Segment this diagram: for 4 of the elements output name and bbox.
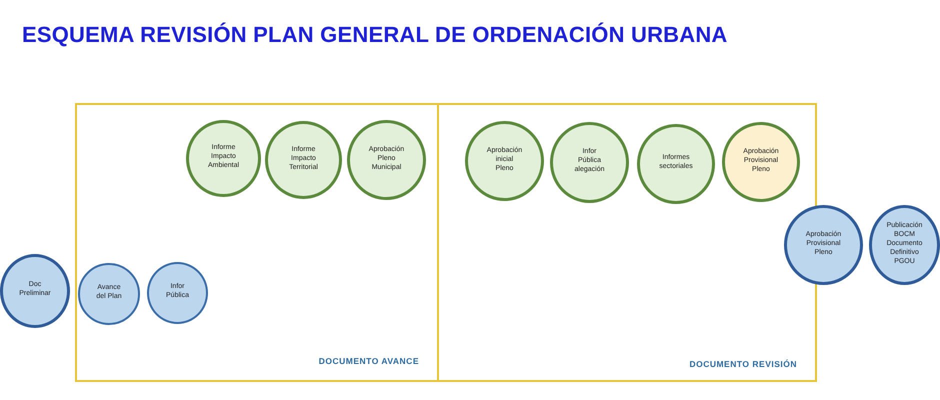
phase-label: DOCUMENTO AVANCE: [318, 356, 419, 366]
phase-label: DOCUMENTO REVISIÓN: [689, 359, 797, 369]
diagram-title: ESQUEMA REVISIÓN PLAN GENERAL DE ORDENACIÓN URBANA: [22, 22, 728, 48]
phase-frame: [75, 103, 439, 382]
